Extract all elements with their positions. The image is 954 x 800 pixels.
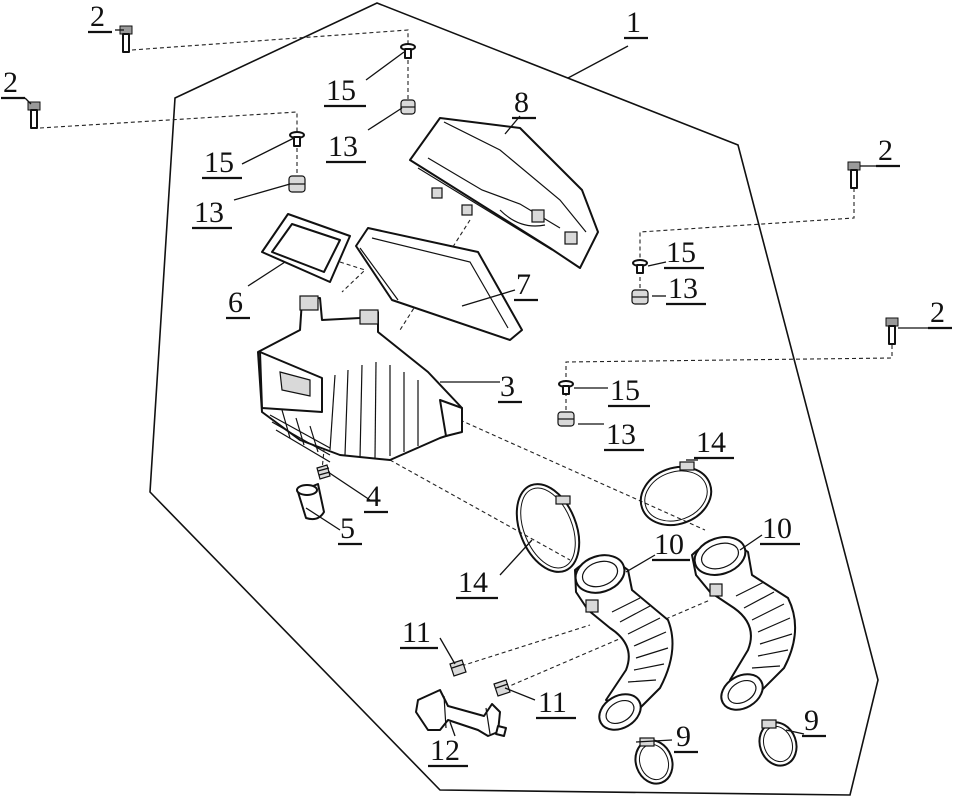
callout-15: 15 — [610, 374, 640, 407]
callout-1: 1 — [626, 6, 641, 39]
callout-6: 6 — [228, 286, 243, 319]
callout-15: 15 — [326, 74, 356, 107]
callout-11: 11 — [402, 616, 431, 649]
bolt-right-upper — [847, 161, 861, 189]
hose-clamp-right — [639, 461, 713, 527]
callout-15: 15 — [666, 236, 696, 269]
hose-clamp-left — [515, 483, 581, 573]
callout-8: 8 — [514, 86, 529, 119]
washer-upper-center — [400, 43, 416, 59]
bolt-right-lower — [885, 317, 899, 345]
drain-spring — [316, 464, 331, 480]
callout-7: 7 — [516, 268, 531, 301]
callout-13: 13 — [194, 196, 224, 229]
housing-ribs — [329, 361, 419, 459]
callout-14: 14 — [696, 426, 726, 459]
callout-13: 13 — [606, 418, 636, 451]
callout-9: 9 — [676, 720, 691, 753]
gasket — [261, 213, 351, 283]
callouts: 1 2 2 2 2 3 4 5 6 7 8 9 9 10 10 11 11 12 — [1, 0, 952, 768]
assembly-lines — [39, 29, 893, 689]
callout-13: 13 — [328, 130, 358, 163]
callout-2: 2 — [3, 66, 18, 99]
callout-10: 10 — [654, 528, 684, 561]
air-filter-element — [355, 227, 523, 341]
housing-grille — [269, 409, 331, 463]
callout-3: 3 — [500, 370, 515, 403]
washer-left — [289, 131, 305, 147]
callout-5: 5 — [340, 512, 355, 545]
callout-9: 9 — [804, 704, 819, 737]
assembly-boundary — [149, 2, 879, 796]
callout-2: 2 — [878, 134, 893, 167]
callout-2: 2 — [90, 0, 105, 33]
washer-right-lower — [558, 380, 574, 395]
callout-4: 4 — [366, 480, 381, 513]
grommet-right-upper — [631, 289, 649, 305]
leader-lines — [24, 29, 928, 743]
small-clamp-left — [634, 737, 674, 785]
bolt-top-left-lower — [27, 101, 41, 129]
grommet-upper-center — [400, 99, 416, 115]
washer-right-upper — [632, 259, 648, 274]
clip-right — [493, 679, 511, 697]
breather-pipe — [415, 689, 507, 737]
intake-hose-left — [574, 554, 674, 731]
callout-2: 2 — [930, 296, 945, 329]
clip-left — [449, 659, 467, 677]
intake-hose-right — [691, 536, 797, 711]
drain-cap — [296, 483, 325, 521]
grommet-left — [288, 175, 306, 193]
callout-14: 14 — [458, 566, 488, 599]
callout-10: 10 — [762, 512, 792, 545]
air-box-cover — [409, 117, 599, 269]
callout-12: 12 — [430, 734, 460, 767]
callout-15: 15 — [204, 146, 234, 179]
callout-13: 13 — [668, 272, 698, 305]
small-clamp-right — [758, 719, 798, 767]
callout-11: 11 — [538, 686, 567, 719]
air-box-housing — [257, 295, 463, 463]
grommet-right-lower — [557, 411, 575, 427]
